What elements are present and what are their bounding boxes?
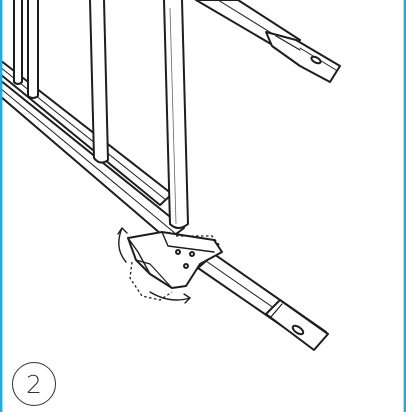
rotate-arrows-icon — [117, 227, 191, 304]
foot-connector — [127, 231, 223, 289]
frame-rails — [0, 59, 185, 241]
step-number-badge: 2 — [12, 362, 56, 406]
lower-extension-tube — [197, 253, 329, 351]
vertical-posts — [13, 0, 189, 229]
step-number: 2 — [26, 370, 42, 399]
upper-extension-tube — [265, 31, 341, 83]
connector-dashed-outline — [129, 235, 221, 301]
